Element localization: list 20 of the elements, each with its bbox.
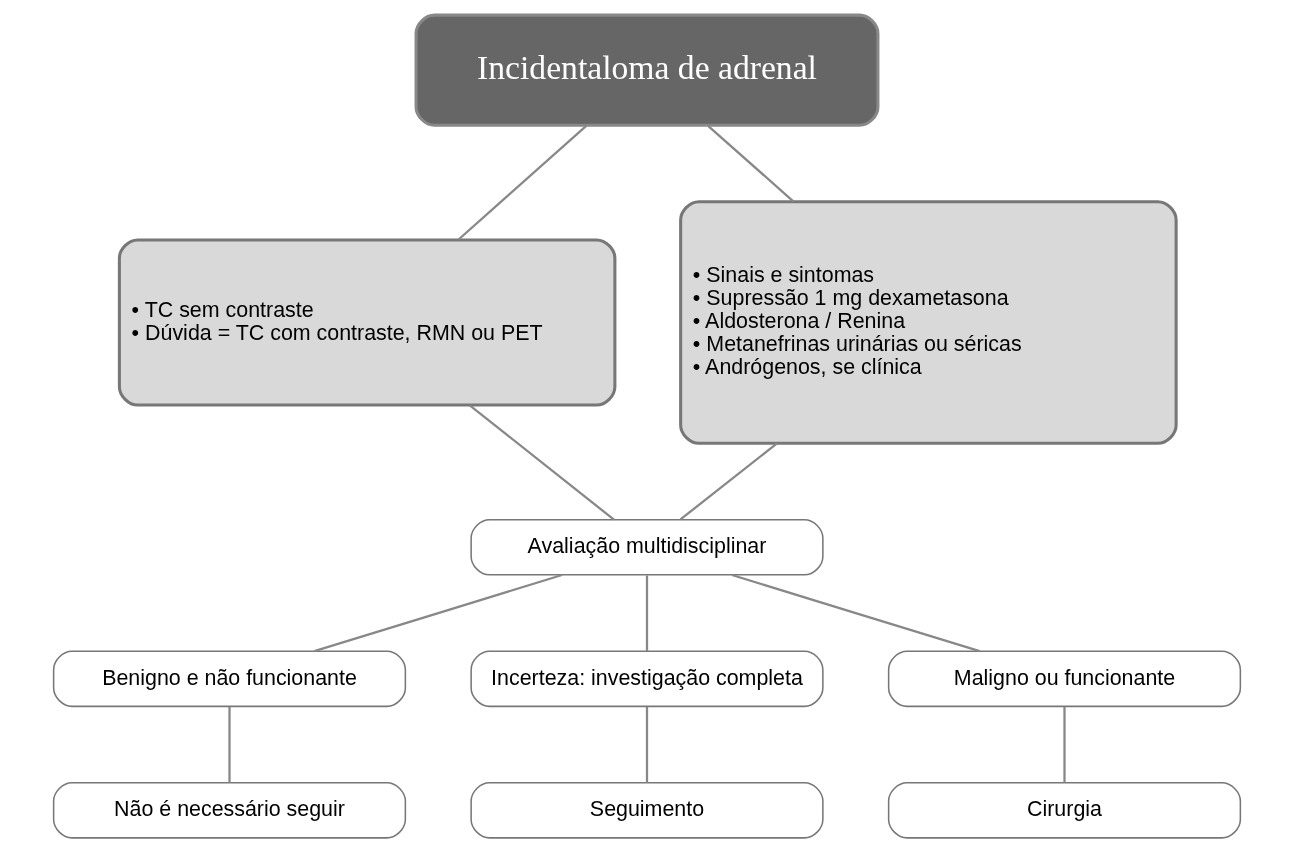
connector (731, 573, 980, 652)
connector (679, 441, 778, 520)
node-box: Cirurgia (887, 781, 1242, 839)
connector (314, 573, 563, 652)
connector (469, 403, 615, 520)
node-box: • TC sem contraste • Dúvida = TC com contraste, RMN ou PET (117, 237, 617, 407)
node-box: Seguimento (470, 781, 824, 839)
node-box: Não é necessário seguir (52, 781, 407, 839)
node-box: Incerteza: investigação completa (470, 650, 824, 707)
connector (645, 574, 649, 651)
node-box: Maligno ou funcionante (887, 650, 1242, 707)
node-box: • Sinais e sintomas • Supressão 1 mg dexametasona • Aldosterona / Renina • Metanefrinas urinárias ou séricas • Andrógenos, se clínica (679, 199, 1178, 445)
connector (645, 706, 649, 783)
node-box: Benigno e não funcionante (52, 650, 407, 707)
node-box: Incidentaloma de adrenal (414, 13, 880, 127)
connector (1063, 706, 1066, 783)
node-box: Avaliação multidisciplinar (470, 518, 824, 576)
connector (457, 124, 588, 240)
connector (707, 124, 795, 202)
connector (228, 706, 231, 783)
